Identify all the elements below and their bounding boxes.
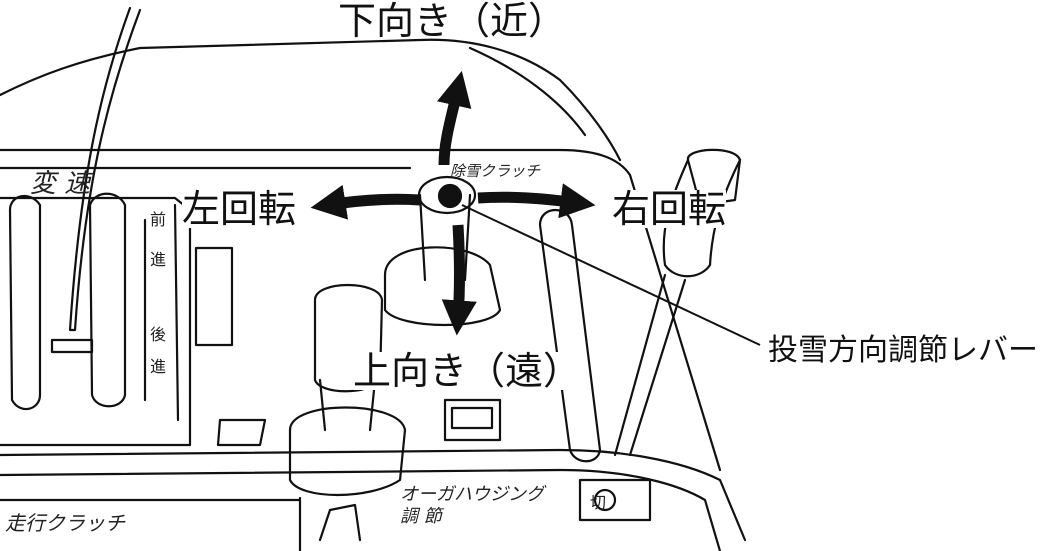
callout-leader [461, 204, 761, 346]
panel-top-edge [0, 148, 722, 472]
svg-text:後: 後 [150, 325, 166, 344]
label-rotate-left: 左回転 [182, 187, 297, 231]
arrow-right-rotate [477, 183, 596, 219]
switch-block [443, 398, 502, 442]
front-frame-bar [0, 448, 747, 542]
svg-text:調 節: 調 節 [400, 506, 445, 527]
label-rotate-right: 右回転 [612, 187, 727, 231]
label-down-near: 下向き（近） [338, 0, 567, 43]
panel-mark-clutch: 除雪クラッチ [450, 162, 541, 180]
chute-lever-pivot [437, 183, 463, 209]
arrow-left-rotate [310, 184, 421, 220]
shift-slot-left [8, 194, 42, 411]
panel-mark-auger: オーガハウジング [400, 484, 547, 505]
right-lever-grip [686, 148, 742, 207]
right-lever-rod [613, 273, 687, 457]
shift-lever [68, 6, 142, 332]
panel-mark-shift: 変 速 [30, 169, 94, 199]
panel-outline [0, 38, 622, 162]
panel-mark-travel: 走行クラッチ [5, 511, 126, 535]
auger-lever-boot [288, 406, 407, 497]
chute-lever-boot [383, 246, 502, 327]
svg-text:進: 進 [150, 357, 166, 376]
svg-text:切: 切 [590, 493, 606, 512]
svg-text:前: 前 [150, 210, 166, 229]
auger-slot [538, 209, 602, 463]
arrow-down-far [441, 224, 477, 336]
shift-slot-right [88, 192, 127, 408]
auger-lever-knob [313, 284, 384, 393]
label-up-far: 上向き（遠） [353, 349, 582, 393]
arrow-up-near [436, 70, 472, 166]
svg-text:進: 進 [150, 250, 166, 269]
callout-chute-lever: 投雪方向調節レバー [768, 333, 1038, 368]
